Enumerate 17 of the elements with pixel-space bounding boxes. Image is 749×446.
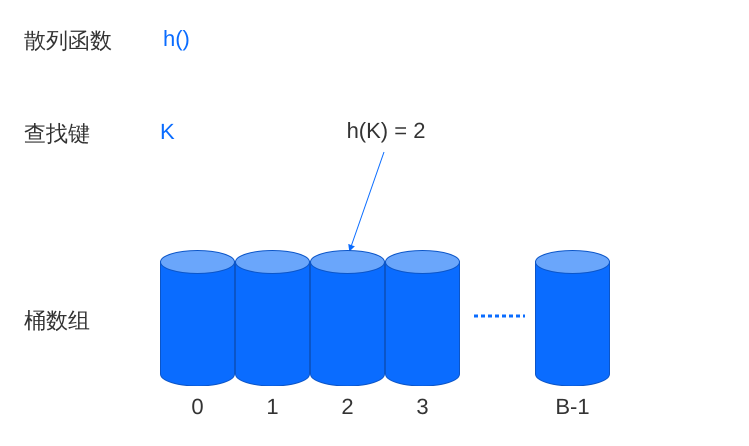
bucket-cylinder xyxy=(535,250,610,386)
bucket-cylinder xyxy=(235,250,310,386)
bucket-cylinder xyxy=(160,250,235,386)
key-name: K xyxy=(160,119,175,145)
index-label: 3 xyxy=(415,394,430,420)
index-label: 2 xyxy=(340,394,355,420)
index-label: 0 xyxy=(190,394,205,420)
function-name: h() xyxy=(163,26,190,52)
row-label: 散列函数 xyxy=(24,27,112,55)
row-label: 查找键 xyxy=(24,120,90,148)
row-label: 桶数组 xyxy=(24,307,90,335)
index-label: 1 xyxy=(265,394,280,420)
bucket-cylinder xyxy=(385,250,460,386)
index-label: B-1 xyxy=(554,394,591,420)
arrow xyxy=(348,152,384,252)
bucket-cylinder xyxy=(310,250,385,386)
result-text: h(K) = 2 xyxy=(336,118,436,148)
